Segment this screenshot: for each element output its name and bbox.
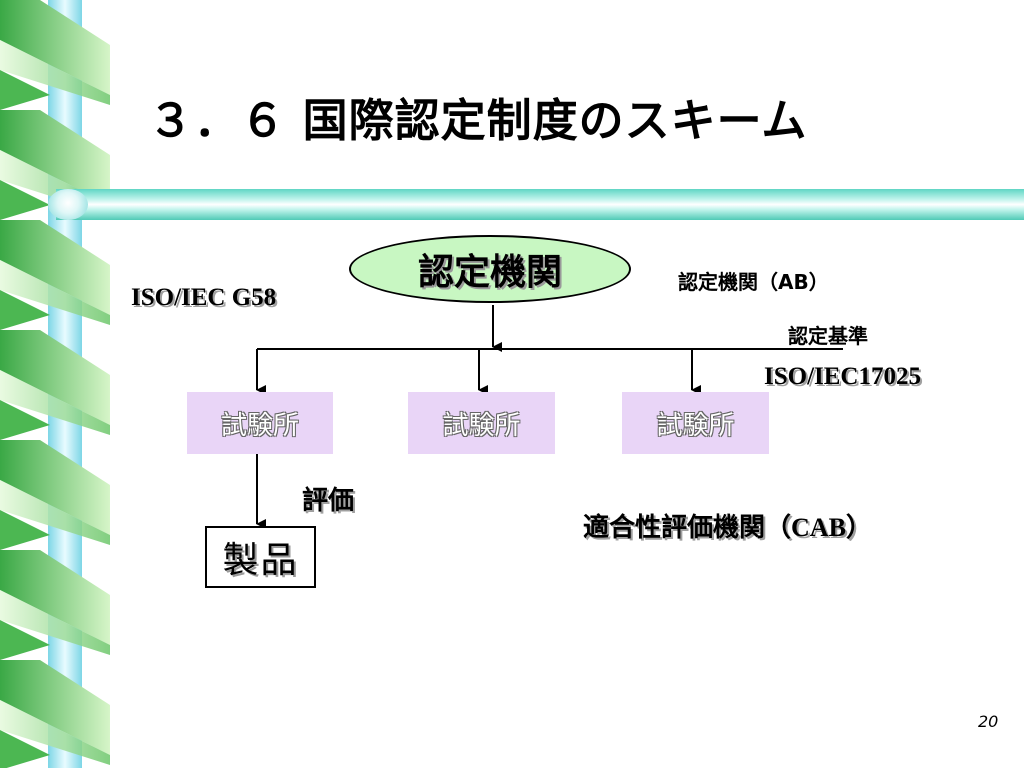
page-number: 20 xyxy=(978,712,999,731)
cab-label: 適合性評価機関（CAB） xyxy=(583,507,872,544)
cab-label-close: ） xyxy=(845,513,872,543)
decorative-ribbon xyxy=(0,0,110,768)
testing-lab-2: 試験所 xyxy=(408,392,555,454)
testing-lab-1-label: 試験所 xyxy=(220,410,299,441)
product-label: 製品 xyxy=(222,540,299,581)
ab-label: 認定機関（AB） xyxy=(678,270,829,294)
title-bar-cap xyxy=(48,189,88,220)
testing-lab-1: 試験所 xyxy=(187,392,333,454)
evaluation-label: 評価 xyxy=(302,486,355,516)
cab-label-abbr: CAB xyxy=(791,513,846,542)
iso-17025-label: ISO/IEC17025 xyxy=(764,363,921,390)
iso-g58-label: ISO/IEC G58 xyxy=(131,284,277,311)
cab-label-jp: 適合性評価機関（ xyxy=(583,513,792,543)
product-box: 製品 xyxy=(205,526,316,588)
criteria-label: 認定基準 xyxy=(788,324,868,348)
title-underline-bar xyxy=(56,189,1024,220)
accreditation-body-oval: 認定機関 xyxy=(349,235,631,303)
accreditation-body-label: 認定機関 xyxy=(417,252,562,293)
testing-lab-3-label: 試験所 xyxy=(656,410,735,441)
testing-lab-2-label: 試験所 xyxy=(442,410,521,441)
slide-title: ３．６ 国際認定制度のスキーム xyxy=(148,94,808,147)
testing-lab-3: 試験所 xyxy=(622,392,769,454)
